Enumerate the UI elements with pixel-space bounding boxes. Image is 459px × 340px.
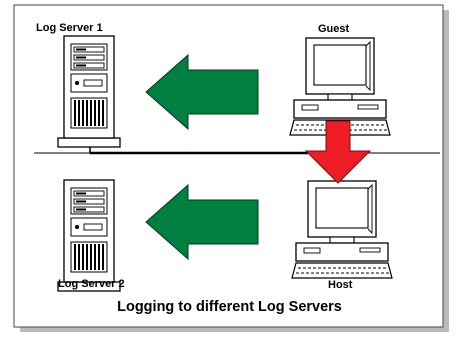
log-server-2-icon [57, 179, 121, 292]
host-label: Host [328, 279, 353, 291]
guest-label: Guest [318, 23, 350, 35]
diagram-caption: Logging to different Log Servers [117, 299, 342, 315]
log-server-2-label: Log Server 2 [58, 278, 125, 290]
log-server-1-label: Log Server 1 [36, 22, 103, 34]
log-server-1-icon [57, 35, 121, 148]
arrow-host-to-log-server-2 [145, 183, 259, 261]
arrow-guest-to-log-server-1 [145, 53, 259, 131]
arrow-guest-to-host [304, 120, 372, 184]
